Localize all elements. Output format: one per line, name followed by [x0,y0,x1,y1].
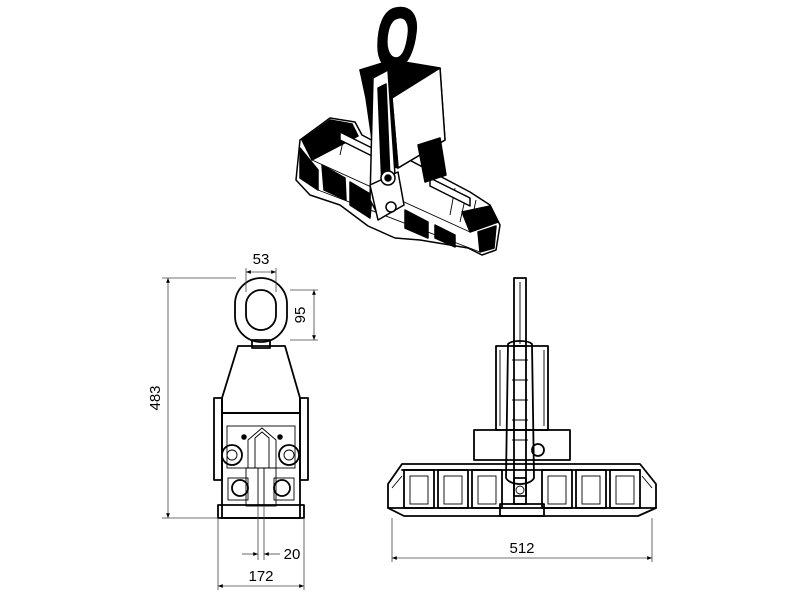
iso-link-plate [369,69,405,221]
dim-jaw-opening-label: 20 [284,546,301,563]
front-hook-link [505,340,545,505]
side-base-plate [217,504,305,519]
front-upper-housing [495,345,549,431]
side-view [162,268,318,590]
dim-eye-height-label: 95 [292,307,309,324]
dim-total-height-label: 483 [147,385,164,410]
front-view [387,277,657,562]
side-dimensions [162,268,318,590]
iso-shackle [377,6,418,70]
side-upper-housing [221,345,301,414]
front-cross-member [473,429,571,461]
dim-front-width-label: 512 [509,540,534,557]
dim-side-width-label: 172 [248,568,273,585]
front-dimensions [391,518,653,562]
front-base-beam [387,463,657,517]
isometric-view [295,6,501,256]
dim-eye-width-label: 53 [253,251,270,268]
side-eye [234,277,288,349]
side-internals [221,425,300,507]
